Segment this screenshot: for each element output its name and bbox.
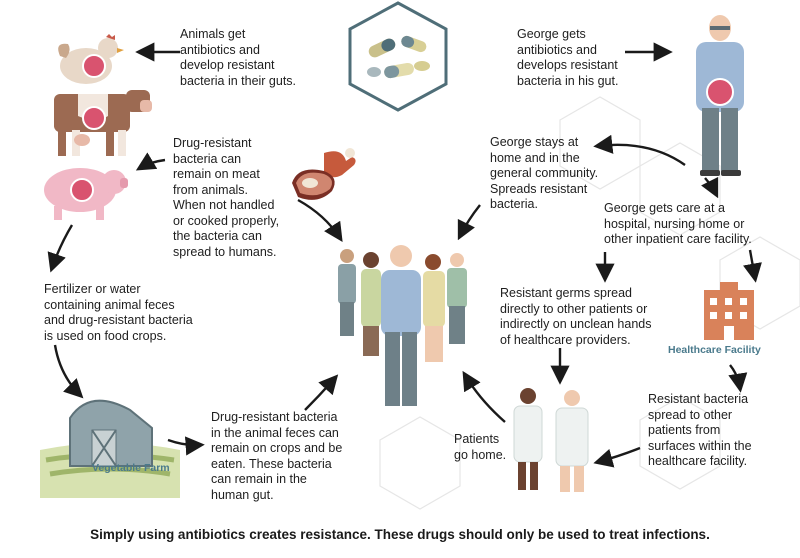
arrow-to-meat [135, 152, 166, 171]
animals-get-antibiotics-text: Animals get antibiotics and develop resi… [180, 27, 297, 88]
pills-icon [367, 35, 430, 79]
crops-bacteria-text: Drug-resistant bacteria in the animal fe… [211, 410, 343, 502]
chicken-icon [58, 34, 124, 84]
arrow-george-to-care [700, 176, 719, 199]
farm-icon [40, 399, 180, 498]
arrow-care-to-facility [743, 249, 762, 283]
arrow-fertilizer-to-farm [53, 344, 84, 399]
george-stays-home-text: George stays at home and in the general … [490, 135, 599, 211]
arrow-patients-to-people [462, 370, 506, 423]
people-group-icon [338, 245, 467, 406]
pig-icon [44, 168, 128, 220]
arrow-facility-to-surfaces [728, 364, 748, 393]
patients-home-text: Patients go home. [454, 432, 507, 462]
arrow-meat-to-people [297, 198, 343, 243]
arrow-crops-to-people [304, 374, 339, 411]
healthcare-facility-label: Healthcare Facility [668, 344, 761, 356]
arrow-animals-to-fertilizer [47, 224, 74, 273]
building-icon [704, 282, 754, 340]
patients-icon [513, 388, 589, 492]
meat-bacteria-text: Drug-resistant bacteria can remain on me… [173, 136, 280, 259]
george-gets-care-text: George gets care at a hospital, nursing … [604, 201, 752, 246]
pill-hexagon [348, 1, 448, 112]
george-icon [696, 15, 744, 176]
caption: Simply using antibiotics creates resista… [90, 527, 710, 542]
arrow-surfaces-to-patients [593, 446, 641, 468]
george-gets-antibiotics-text: George gets antibiotics and develops res… [517, 27, 619, 88]
meat-icon [292, 148, 356, 200]
arrow-home-to-people [457, 204, 481, 241]
germs-spread-text: Resistant germs spread directly to other… [500, 286, 652, 347]
arrow-farm-to-crops [167, 436, 205, 456]
fertilizer-text: Fertilizer or water containing animal fe… [44, 282, 193, 343]
vegetable-farm-label: Vegetable Farm [92, 462, 170, 474]
surfaces-text: Resistant bacteria spread to other patie… [648, 392, 752, 468]
arrow-george-to-home [593, 134, 686, 166]
cow-icon [54, 90, 152, 156]
